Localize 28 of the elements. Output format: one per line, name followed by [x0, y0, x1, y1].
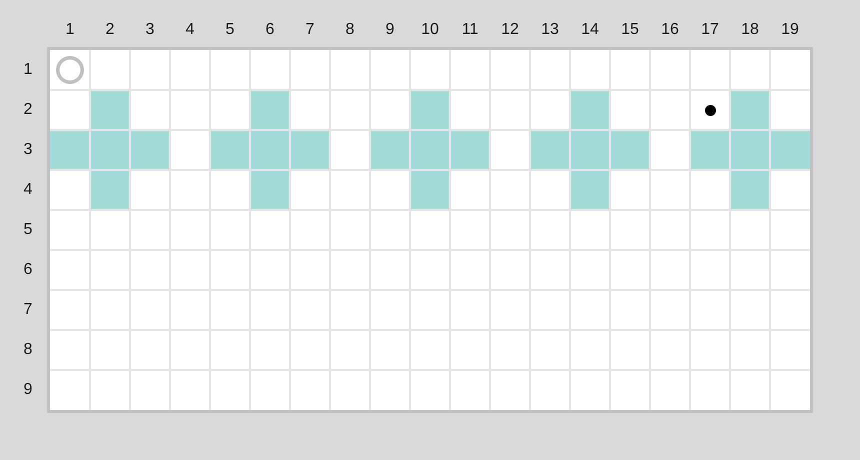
column-number: 15: [621, 21, 639, 39]
row-number: 9: [24, 381, 32, 399]
column-number: 12: [501, 21, 519, 39]
column-number: 17: [701, 21, 719, 39]
column-number: 8: [346, 21, 354, 39]
column-number: 11: [462, 21, 478, 39]
row-number: 5: [24, 221, 32, 239]
column-number: 4: [186, 21, 194, 39]
column-number: 19: [781, 21, 799, 39]
row-number: 7: [24, 301, 32, 319]
column-number: 7: [306, 21, 314, 39]
column-number: 6: [266, 21, 274, 39]
row-number: 8: [24, 341, 32, 359]
column-number: 10: [421, 21, 439, 39]
row-number: 6: [24, 261, 32, 279]
column-number: 18: [741, 21, 759, 39]
row-number: 4: [24, 181, 32, 199]
column-number: 16: [661, 21, 679, 39]
row-number: 2: [24, 101, 32, 119]
row-number: 3: [24, 141, 32, 159]
row-number: 1: [24, 61, 32, 79]
column-number: 9: [386, 21, 394, 39]
column-number: 5: [226, 21, 234, 39]
column-number: 1: [66, 21, 74, 39]
column-number: 3: [146, 21, 154, 39]
column-number: 14: [581, 21, 599, 39]
column-number: 2: [106, 21, 114, 39]
column-number: 13: [541, 21, 559, 39]
